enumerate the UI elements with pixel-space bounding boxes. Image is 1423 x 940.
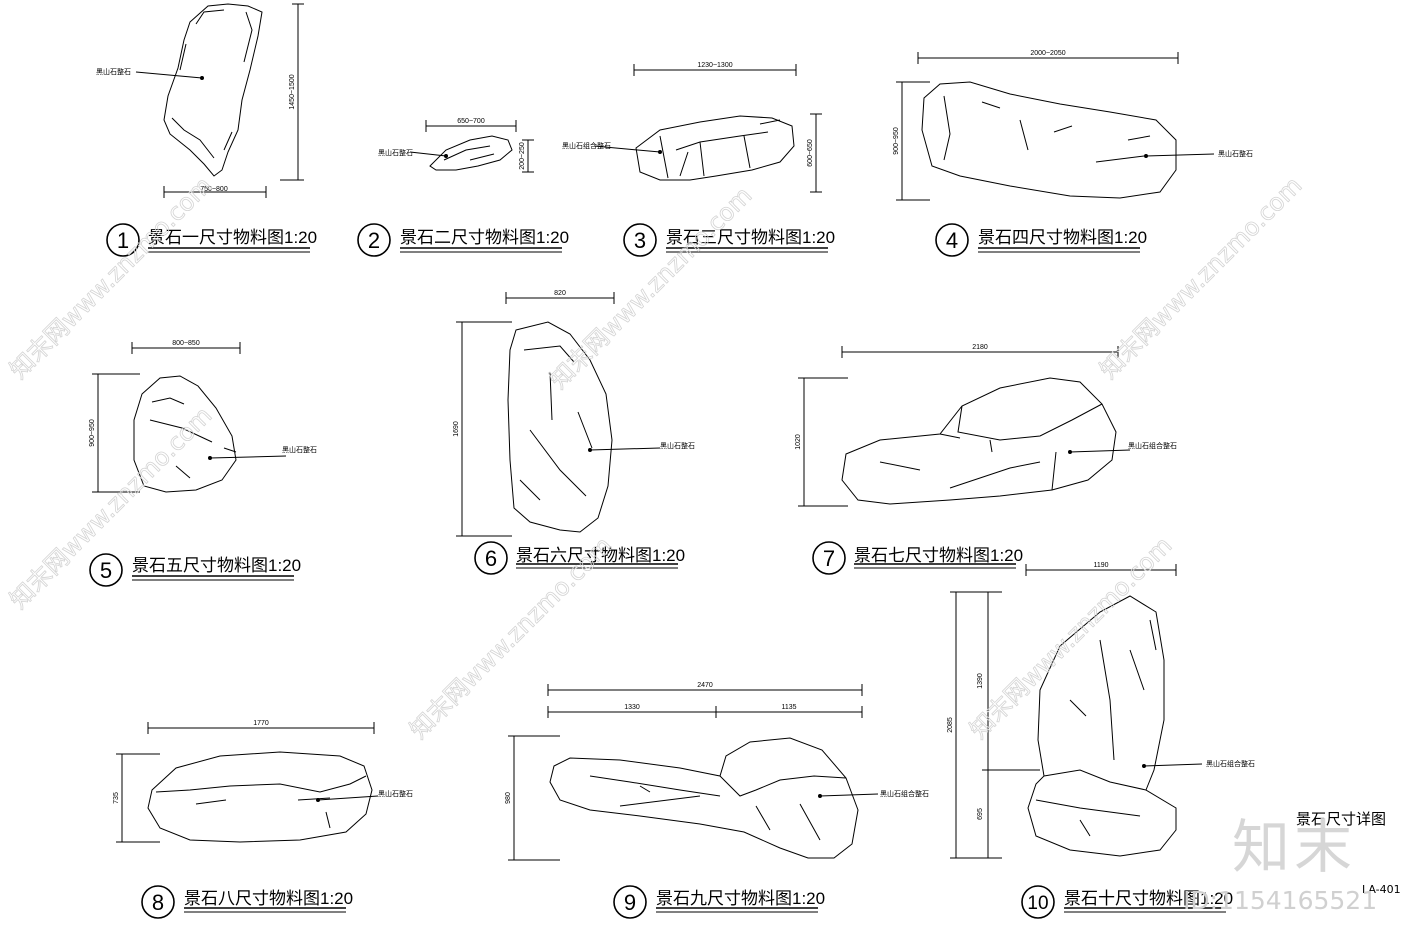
stone-1-num: 1 [117,228,129,253]
stone-5-dim-w: 800~850 [172,340,200,347]
stone-7-dim-h: 1020 [795,434,802,450]
stone-2-num: 2 [368,228,380,253]
stone-7-drawing [798,346,1131,507]
stone-9-dim-total: 2470 [697,682,713,689]
sheet-number: LA-401 [1362,883,1401,896]
stone-9-material: 黑山石组合整石 [880,789,929,798]
sheet-title: 景石尺寸详图 [1296,810,1387,828]
stone-9-num: 9 [624,890,636,915]
stone-2-drawing [409,120,534,173]
watermark-repeat-2: 知末网www.znzmo.com [544,181,757,394]
stone-9-drawing [508,684,879,861]
stone-8-scale: 1:20 [320,889,353,908]
stone-1-scale: 1:20 [284,228,317,247]
stone-6-material: 黑山石整石 [660,441,695,450]
stone-6-drawing [456,292,661,537]
stone-9-scale: 1:20 [792,889,825,908]
stone-5-scale: 1:20 [268,556,301,575]
stone-10-dim-lower: 695 [977,808,984,820]
stone-5-dim-h: 900~950 [89,419,96,447]
id-watermark: ID:1154165521 [1183,886,1378,915]
stone-4-num: 4 [946,228,958,253]
stone-10-material: 黑山石组合整石 [1206,759,1255,768]
stone-3-title: 景石三尺寸物料图 [666,228,802,247]
title-underlines [132,247,1226,913]
stone-6-title: 景石六尺寸物料图 [516,546,652,565]
stone-10-dim-total: 2085 [947,717,954,733]
stone-10-scale: 1:20 [1200,889,1233,908]
watermark-repeat-1: 知末网www.znzmo.com [4,171,217,384]
stone-8-title: 景石八尺寸物料图 [184,889,320,908]
stone-4-title: 景石四尺寸物料图 [978,228,1114,247]
stone-1-drawing [135,3,304,198]
title-markers [89,223,1055,919]
stone-7-dim-w: 2180 [972,344,988,351]
stone-2-dim-h: 200~250 [519,142,526,170]
stone-2-dim-w: 650~700 [457,118,485,125]
stone-3-num: 3 [634,228,646,253]
stone-5-material: 黑山石整石 [282,445,317,454]
stone-6-scale: 1:20 [652,546,685,565]
stone-1-dim-w: 750~800 [200,186,228,193]
stone-9-title: 景石九尺寸物料图 [656,889,792,908]
stone-8-dim-w: 1770 [253,720,269,727]
stone-6-dim-h: 1690 [453,421,460,437]
stone-4-dim-h: 900~950 [893,127,900,155]
stone-8-material: 黑山石整石 [378,789,413,798]
stone-10-num: 10 [1027,893,1048,914]
stone-9-dim-right: 1135 [781,704,796,711]
stone-8-drawing [116,722,379,843]
stone-6-dim-w: 820 [554,290,566,297]
stone-4-scale: 1:20 [1114,228,1147,247]
stone-2-title: 景石二尺寸物料图 [400,228,536,247]
stone-1-title: 景石一尺寸物料图 [148,228,284,247]
stone-5-num: 5 [100,558,112,583]
stone-1-dim-h: 1450~1500 [289,74,296,109]
stone-9-dim-left: 1330 [624,704,640,711]
stone-10-title: 景石十尺寸物料图 [1064,889,1200,908]
stone-7-num: 7 [823,546,835,571]
stone-2-material: 黑山石整石 [378,148,413,157]
stone-8-num: 8 [152,890,164,915]
stone-4-dim-w: 2000~2050 [1030,50,1065,57]
stone-3-material: 黑山石组合整石 [562,141,611,150]
stone-2-scale: 1:20 [536,228,569,247]
stone-3-dim-h: 600~650 [807,139,814,167]
stone-5-drawing [92,342,287,493]
stone-3-dim-w: 1230~1300 [697,62,732,69]
stone-8-dim-h: 735 [113,792,120,804]
stone-1-material: 黑山石整石 [96,67,131,76]
stone-9-dim-h: 980 [505,792,512,804]
stone-7-material: 黑山石组合整石 [1128,441,1177,450]
stone-3-scale: 1:20 [802,228,835,247]
stone-4-drawing [896,52,1215,201]
stone-7-scale: 1:20 [990,546,1023,565]
stone-5-title: 景石五尺寸物料图 [132,556,268,575]
stone-10-dim-upper: 1390 [977,673,984,689]
watermark-repeat-3: 知末网www.znzmo.com [1094,171,1307,384]
stone-7-title: 景石七尺寸物料图 [854,546,990,565]
stone-10-drawing [950,564,1203,859]
stone-3-drawing [593,64,822,193]
stone-10-dim-w: 1190 [1093,562,1108,569]
brand-watermark: 知末 [1232,813,1357,881]
stone-4-material: 黑山石整石 [1218,149,1253,158]
stone-6-num: 6 [485,546,497,571]
